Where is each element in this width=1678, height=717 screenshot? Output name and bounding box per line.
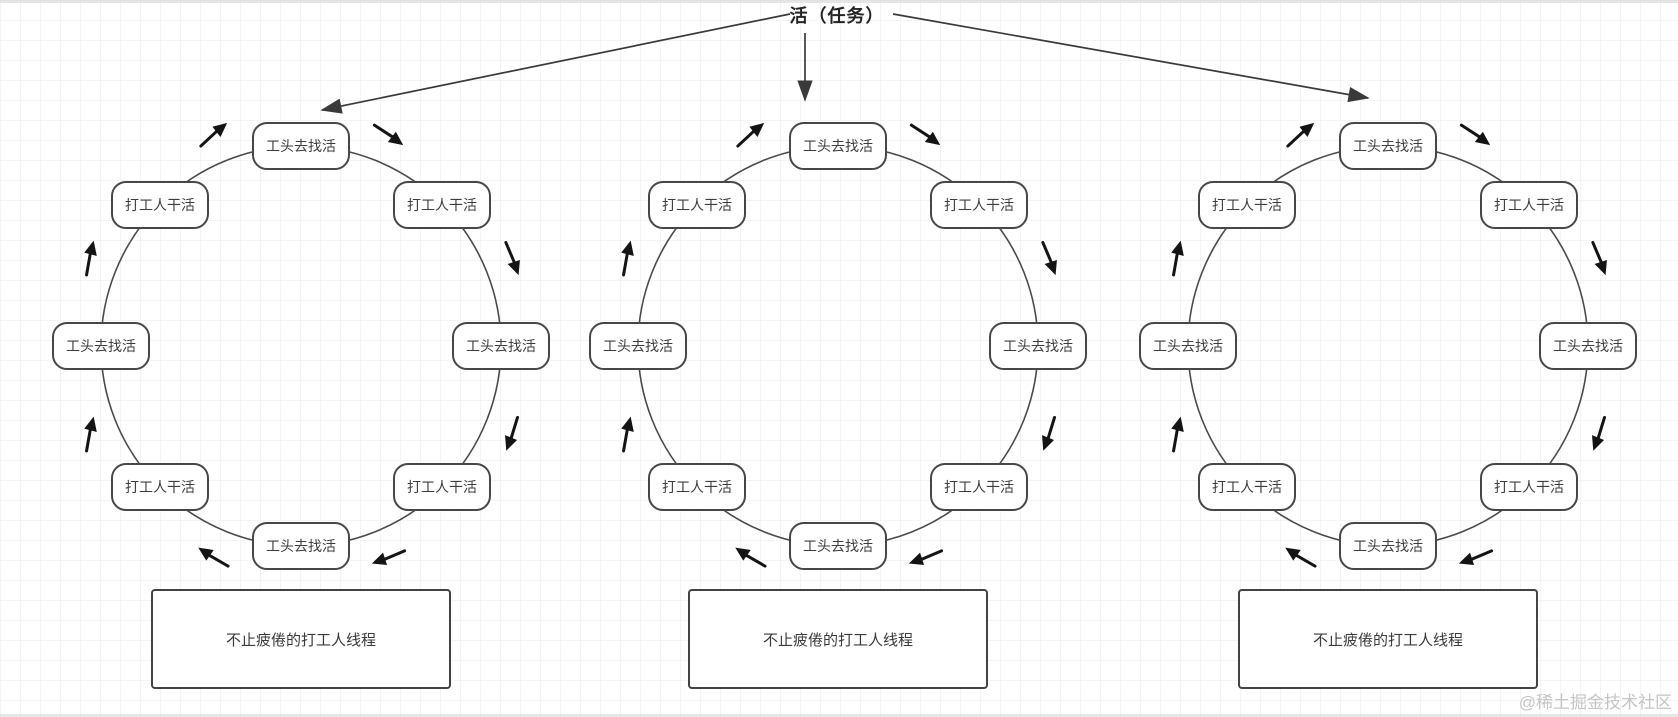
node-foreman-find-work: 工头去找活 — [1539, 322, 1637, 370]
worker-cycle-1: 工头去找活 打工人干活 工头去找活 打工人干活 工头去找活 打工人干活 工头去找… — [41, 86, 561, 606]
clockwise-arrow-icon — [908, 549, 944, 565]
worker-cycle-2: 工头去找活 打工人干活 工头去找活 打工人干活 工头去找活 打工人干活 工头去找… — [578, 86, 1098, 606]
node-worker-do-work: 打工人干活 — [648, 463, 746, 511]
clockwise-arrow-icon — [1592, 415, 1607, 451]
node-foreman-find-work: 工头去找活 — [1339, 122, 1437, 170]
node-foreman-find-work: 工头去找活 — [789, 122, 887, 170]
clockwise-arrow-icon — [371, 549, 407, 565]
screen-edge-top — [0, 0, 1678, 3]
thread-box-2: 不止疲倦的打工人线程 — [688, 589, 988, 689]
clockwise-arrow-icon — [505, 415, 520, 451]
clockwise-arrow-icon — [1285, 547, 1317, 568]
arrow-to-cycle-3 — [892, 13, 1370, 103]
clockwise-arrow-icon — [1458, 549, 1494, 565]
clockwise-arrow-icon — [1171, 416, 1184, 453]
node-worker-do-work: 打工人干活 — [648, 181, 746, 229]
node-worker-do-work: 打工人干活 — [111, 463, 209, 511]
node-foreman-find-work: 工头去找活 — [589, 322, 687, 370]
node-worker-do-work: 打工人干活 — [1480, 463, 1578, 511]
clockwise-arrow-icon — [1171, 240, 1184, 277]
node-worker-do-work: 打工人干活 — [393, 181, 491, 229]
clockwise-arrow-icon — [621, 240, 634, 277]
node-foreman-find-work: 工头去找活 — [452, 322, 550, 370]
node-worker-do-work: 打工人干活 — [111, 181, 209, 229]
clockwise-arrow-icon — [1041, 240, 1057, 276]
clockwise-arrow-icon — [621, 416, 634, 453]
clockwise-arrow-icon — [504, 240, 520, 276]
screen-edge-bottom — [0, 714, 1678, 717]
thread-box-1: 不止疲倦的打工人线程 — [151, 589, 451, 689]
watermark: @稀土掘金技术社区 — [1518, 693, 1672, 712]
node-foreman-find-work: 工头去找活 — [52, 322, 150, 370]
node-worker-do-work: 打工人干活 — [930, 463, 1028, 511]
clockwise-arrow-icon — [84, 240, 97, 277]
clockwise-arrow-icon — [1286, 122, 1315, 148]
worker-cycle-3: 工头去找活 打工人干活 工头去找活 打工人干活 工头去找活 打工人干活 工头去找… — [1128, 86, 1648, 606]
clockwise-arrow-icon — [1459, 123, 1491, 146]
node-worker-do-work: 打工人干活 — [1198, 463, 1296, 511]
clockwise-arrow-icon — [84, 416, 97, 453]
node-foreman-find-work: 工头去找活 — [1339, 522, 1437, 570]
clockwise-arrow-icon — [1591, 240, 1607, 276]
node-foreman-find-work: 工头去找活 — [789, 522, 887, 570]
node-foreman-find-work: 工头去找活 — [252, 522, 350, 570]
clockwise-arrow-icon — [736, 122, 765, 148]
thread-box-3: 不止疲倦的打工人线程 — [1238, 589, 1538, 689]
clockwise-arrow-icon — [909, 123, 941, 146]
node-worker-do-work: 打工人干活 — [393, 463, 491, 511]
clockwise-arrow-icon — [199, 122, 228, 148]
clockwise-arrow-icon — [372, 123, 404, 146]
node-foreman-find-work: 工头去找活 — [1139, 322, 1237, 370]
arrow-to-cycle-1 — [320, 13, 791, 114]
page-title: 活（任务） — [789, 6, 885, 26]
node-worker-do-work: 打工人干活 — [930, 181, 1028, 229]
node-foreman-find-work: 工头去找活 — [989, 322, 1087, 370]
node-worker-do-work: 打工人干活 — [1480, 181, 1578, 229]
node-worker-do-work: 打工人干活 — [1198, 181, 1296, 229]
node-foreman-find-work: 工头去找活 — [252, 122, 350, 170]
clockwise-arrow-icon — [735, 547, 767, 568]
clockwise-arrow-icon — [1042, 415, 1057, 451]
clockwise-arrow-icon — [198, 547, 230, 568]
